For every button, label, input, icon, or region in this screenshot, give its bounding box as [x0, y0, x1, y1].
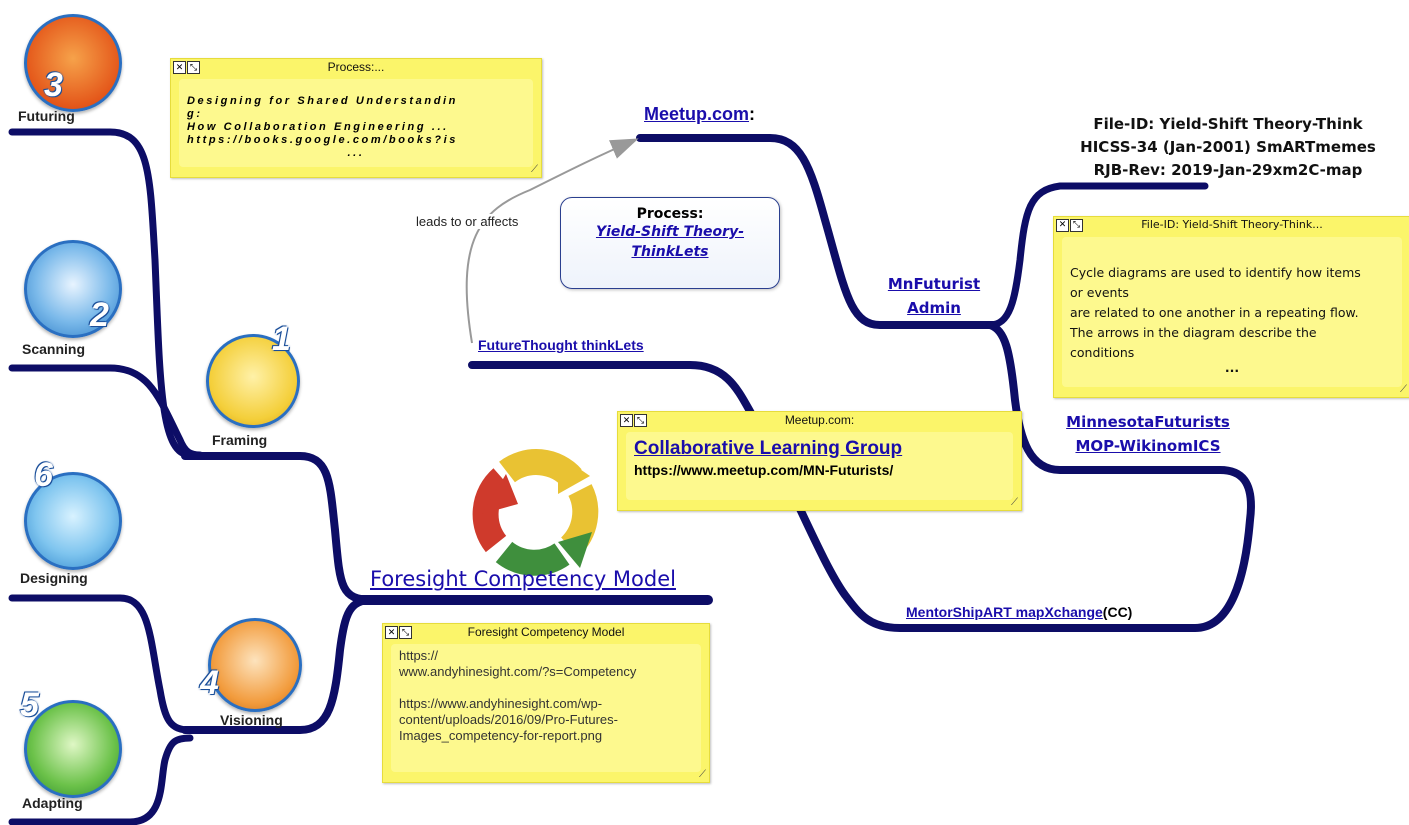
fcm-note-line[interactable]: www.andyhinesight.com/?s=Competency [399, 664, 637, 679]
branch-designing [8, 594, 194, 734]
resize-grip-icon[interactable]: ⟋ [699, 769, 706, 780]
arrow-label: leads to or affects [414, 214, 521, 229]
fcm-note-header: Foresight Competency Model [467, 625, 625, 639]
adapting-label[interactable]: Adapting [22, 795, 83, 811]
minnesotafuturists-link[interactable]: MinnesotaFuturists MOP-WikinomICS [1046, 410, 1250, 458]
futuring-icon [24, 14, 122, 112]
process-note[interactable]: ✕⤡ Process:... Designing for Shared Under… [170, 58, 542, 178]
branch-fileid [986, 182, 1209, 329]
process-box[interactable]: Process: Yield-Shift Theory- ThinkLets [560, 197, 780, 289]
close-icon[interactable]: ✕ [1056, 219, 1069, 232]
designing-number: 6 [34, 456, 53, 494]
adapting-number: 5 [20, 686, 39, 724]
meetup-note-url[interactable]: https://www.meetup.com/MN-Futurists/ [634, 462, 894, 478]
file-id-line: RJB-Rev: 2019-Jan-29xm2C-map [1093, 161, 1363, 179]
process-note-ellipsis: ... [347, 147, 365, 159]
central-topic[interactable]: Foresight Competency Model [370, 567, 676, 591]
expand-icon[interactable]: ⤡ [1070, 219, 1083, 232]
minnesotafuturists-line[interactable]: MOP-WikinomICS [1075, 437, 1221, 455]
scanning-icon [24, 240, 122, 338]
mnfuturist-line[interactable]: Admin [907, 299, 961, 317]
process-note-header: Process:... [327, 60, 385, 74]
fileid-note-line: Cycle diagrams are used to identify how … [1070, 265, 1361, 280]
futuring-label[interactable]: Futuring [18, 108, 75, 124]
minnesotafuturists-line[interactable]: MinnesotaFuturists [1066, 413, 1230, 431]
futuring-number: 3 [44, 66, 63, 104]
futurethought-link[interactable]: FutureThought thinkLets [478, 337, 644, 353]
expand-icon[interactable]: ⤡ [399, 626, 412, 639]
fcm-note-line: content/uploads/2016/09/Pro-Futures- [399, 712, 618, 727]
expand-icon[interactable]: ⤡ [187, 61, 200, 74]
fcm-note[interactable]: ✕⤡ Foresight Competency Model https:// ww… [382, 623, 710, 783]
fileid-note-line: conditions [1070, 345, 1135, 360]
visioning-number: 4 [200, 664, 219, 702]
process-box-link-2[interactable]: ThinkLets [631, 244, 709, 260]
branch-futuring [8, 128, 194, 459]
adapting-icon [24, 700, 122, 798]
meetup-suffix: : [749, 104, 756, 124]
visioning-label[interactable]: Visioning [220, 712, 283, 728]
mnfuturist-line[interactable]: MnFuturist [887, 275, 981, 293]
fileid-note-ellipsis: ... [1224, 360, 1240, 375]
process-note-line: How Collaboration Engineering ... [187, 121, 449, 133]
designing-icon [24, 472, 122, 570]
process-note-line: Designing for Shared Understandin [187, 95, 458, 107]
meetup-note[interactable]: ✕⤡ Meetup.com: Collaborative Learning Gro… [617, 411, 1022, 511]
scanning-label[interactable]: Scanning [22, 341, 86, 357]
resize-grip-icon[interactable]: ⟋ [1011, 497, 1018, 508]
file-id-line: HICSS-34 (Jan-2001) SmARTmemes [1080, 138, 1376, 156]
fcm-note-line[interactable]: https://www.andyhinesight.com/wp- [399, 696, 603, 711]
branch-adapting [8, 734, 194, 825]
process-box-link[interactable]: Yield-Shift Theory- [595, 224, 745, 240]
meetup-link[interactable]: Meetup.com [644, 104, 750, 124]
close-icon[interactable]: ✕ [620, 414, 633, 427]
framing-number: 1 [272, 320, 291, 358]
fileid-note-line: or events [1070, 285, 1129, 300]
branch-framing [181, 452, 376, 604]
close-icon[interactable]: ✕ [173, 61, 186, 74]
expand-icon[interactable]: ⤡ [634, 414, 647, 427]
framing-icon [206, 334, 300, 428]
framing-label[interactable]: Framing [212, 432, 268, 448]
fileid-note-line: The arrows in the diagram describe the [1070, 325, 1317, 340]
resize-grip-icon[interactable]: ⟋ [1400, 384, 1407, 395]
fileid-note-line: are related to one another in a repeatin… [1070, 305, 1359, 320]
fileid-note[interactable]: ✕⤡ File-ID: Yield-Shift Theory-Think... C… [1053, 216, 1409, 398]
mentorship-suffix: (CC) [1102, 604, 1133, 620]
fcm-note-line: https:// [399, 648, 439, 663]
close-icon[interactable]: ✕ [385, 626, 398, 639]
scanning-number: 2 [90, 296, 109, 334]
leads-to-arrow [465, 138, 639, 344]
mnfuturist-link[interactable]: MnFuturist Admin [870, 272, 998, 320]
branch-visioning [181, 596, 376, 734]
fileid-note-header: File-ID: Yield-Shift Theory-Think... [1141, 218, 1323, 231]
designing-label[interactable]: Designing [20, 570, 88, 586]
branch-meetup [636, 134, 999, 329]
process-note-line: g: [187, 108, 203, 120]
file-id-text: File-ID: Yield-Shift Theory-Think HICSS-… [1058, 113, 1398, 182]
cycle-diagram-icon [472, 449, 599, 576]
mentorship-link[interactable]: MentorShipART mapXchange [906, 604, 1103, 620]
process-note-link[interactable]: https://books.google.com/books?is [187, 134, 458, 146]
visioning-icon [208, 618, 302, 712]
file-id-line: File-ID: Yield-Shift Theory-Think [1093, 115, 1363, 133]
resize-grip-icon[interactable]: ⟋ [531, 164, 538, 175]
meetup-note-title[interactable]: Collaborative Learning Group [634, 438, 903, 459]
meetup-note-header: Meetup.com: [784, 413, 855, 427]
fcm-note-line: Images_competency-for-report.png [399, 728, 603, 743]
process-box-title: Process: [636, 206, 704, 222]
